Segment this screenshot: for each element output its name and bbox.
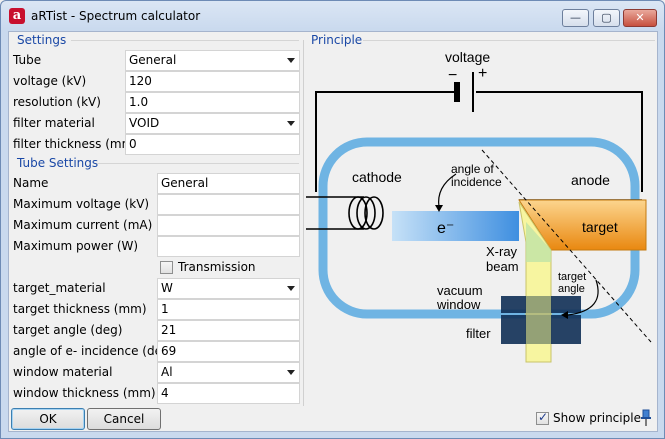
chevron-down-icon (287, 370, 295, 375)
window-material-value: Al (161, 365, 173, 379)
target-angle-arc (567, 279, 599, 316)
anode-text: anode (571, 172, 610, 188)
plus-sign: + (478, 65, 487, 82)
cathode-coil (348, 196, 384, 230)
ok-button[interactable]: OK (11, 408, 85, 430)
transmission-checkbox[interactable] (160, 261, 173, 274)
dialog-client-area: Settings Tube General voltage (kV) 120 r… (8, 31, 658, 432)
max-voltage-label: Maximum voltage (kV) (13, 197, 150, 211)
target-angle-input[interactable]: 21 (157, 320, 300, 341)
chevron-down-icon (287, 286, 295, 291)
incidence-dashed-line (481, 149, 652, 343)
target-material-value: W (161, 281, 173, 295)
tube-settings-group-title: Tube Settings (17, 156, 99, 170)
target-angle-text-2: angle (558, 283, 585, 295)
principle-group-title: Principle (311, 33, 363, 47)
target-thickness-input[interactable]: 1 (157, 299, 300, 320)
splitter[interactable] (303, 40, 304, 406)
tube-select[interactable]: General (125, 50, 300, 71)
principle-group-line (363, 40, 655, 41)
window-text: window (436, 297, 481, 312)
cancel-button[interactable]: Cancel (87, 408, 161, 430)
maximize-button[interactable]: ▢ (593, 9, 620, 27)
vacuum-text: vacuum (437, 283, 483, 298)
beam-text: beam (486, 259, 519, 274)
filter-thickness-label: filter thickness (mm) (13, 137, 138, 151)
beam-through-filter (526, 296, 551, 344)
button-bar: OK Cancel Show principle (9, 406, 657, 432)
max-current-label: Maximum current (mA) (13, 218, 153, 232)
voltage-label: voltage (kV) (13, 74, 87, 88)
voltage-input[interactable]: 120 (125, 71, 300, 92)
settings-group-title: Settings (17, 33, 67, 47)
window-thickness-label: window thickness (mm) (13, 386, 156, 400)
incidence-angle-input[interactable]: 69 (157, 341, 300, 362)
show-principle-label[interactable]: Show principle (553, 411, 641, 425)
artist-app-icon: a (9, 8, 25, 24)
title-bar[interactable]: a aRTist - Spectrum calculator — ▢ ✕ (1, 1, 664, 31)
target-material-select[interactable]: W (157, 278, 300, 299)
minimize-button[interactable]: — (562, 9, 589, 27)
filter-material-label: filter material (13, 116, 95, 130)
max-current-input[interactable] (157, 215, 300, 236)
max-power-input[interactable] (157, 236, 300, 257)
tube-settings-group-line (97, 163, 299, 164)
close-button[interactable]: ✕ (623, 9, 657, 27)
show-principle-checkbox[interactable] (536, 410, 549, 425)
filter-thickness-input[interactable]: 0 (125, 134, 300, 155)
chevron-down-icon (287, 58, 295, 63)
window-title: aRTist - Spectrum calculator (31, 9, 201, 23)
max-power-label: Maximum power (W) (13, 239, 139, 253)
target-angle-arrow-head (561, 311, 568, 319)
angle-of-text: angle of (451, 162, 494, 176)
incidence-text: incidence (451, 175, 502, 189)
target-material-label: target_material (13, 281, 106, 295)
target-text: target (582, 219, 618, 235)
window-material-select[interactable]: Al (157, 362, 300, 383)
incidence-angle-label: angle of e- incidence (deg) (13, 344, 175, 358)
resolution-label: resolution (kV) (13, 95, 101, 109)
voltage-text: voltage (445, 52, 490, 65)
target-angle-label: target angle (deg) (13, 323, 123, 337)
target-angle-text-1: target (558, 271, 586, 283)
incidence-arrow-head (435, 205, 443, 212)
filter-text: filter (466, 326, 491, 341)
incidence-angle-arc (438, 173, 457, 208)
window-thickness-input[interactable]: 4 (157, 383, 300, 404)
name-input[interactable]: General (157, 173, 300, 194)
xray-text: X-ray (486, 244, 518, 259)
target-thickness-label: target thickness (mm) (13, 302, 147, 316)
x-ray-tube-diagram: voltage − + cathode (306, 52, 652, 363)
settings-group-line (71, 40, 299, 41)
window-material-label: window material (13, 365, 113, 379)
circuit-wire-right (476, 91, 643, 192)
resolution-input[interactable]: 1.0 (125, 92, 300, 113)
filter-material-value: VOID (129, 116, 160, 130)
pin-icon[interactable] (640, 409, 652, 427)
minus-sign: − (448, 67, 457, 84)
filter-material-select[interactable]: VOID (125, 113, 300, 134)
electron-text: e⁻ (437, 220, 454, 237)
chevron-down-icon (287, 121, 295, 126)
electron-beam (392, 211, 519, 241)
xray-beam-origin (526, 222, 551, 262)
tube-label: Tube (13, 53, 42, 67)
max-voltage-input[interactable] (157, 194, 300, 215)
circuit-wire-left (315, 91, 454, 192)
transmission-label[interactable]: Transmission (178, 260, 256, 274)
tube-select-value: General (129, 53, 177, 67)
name-label: Name (13, 176, 49, 190)
cathode-text: cathode (352, 169, 402, 185)
